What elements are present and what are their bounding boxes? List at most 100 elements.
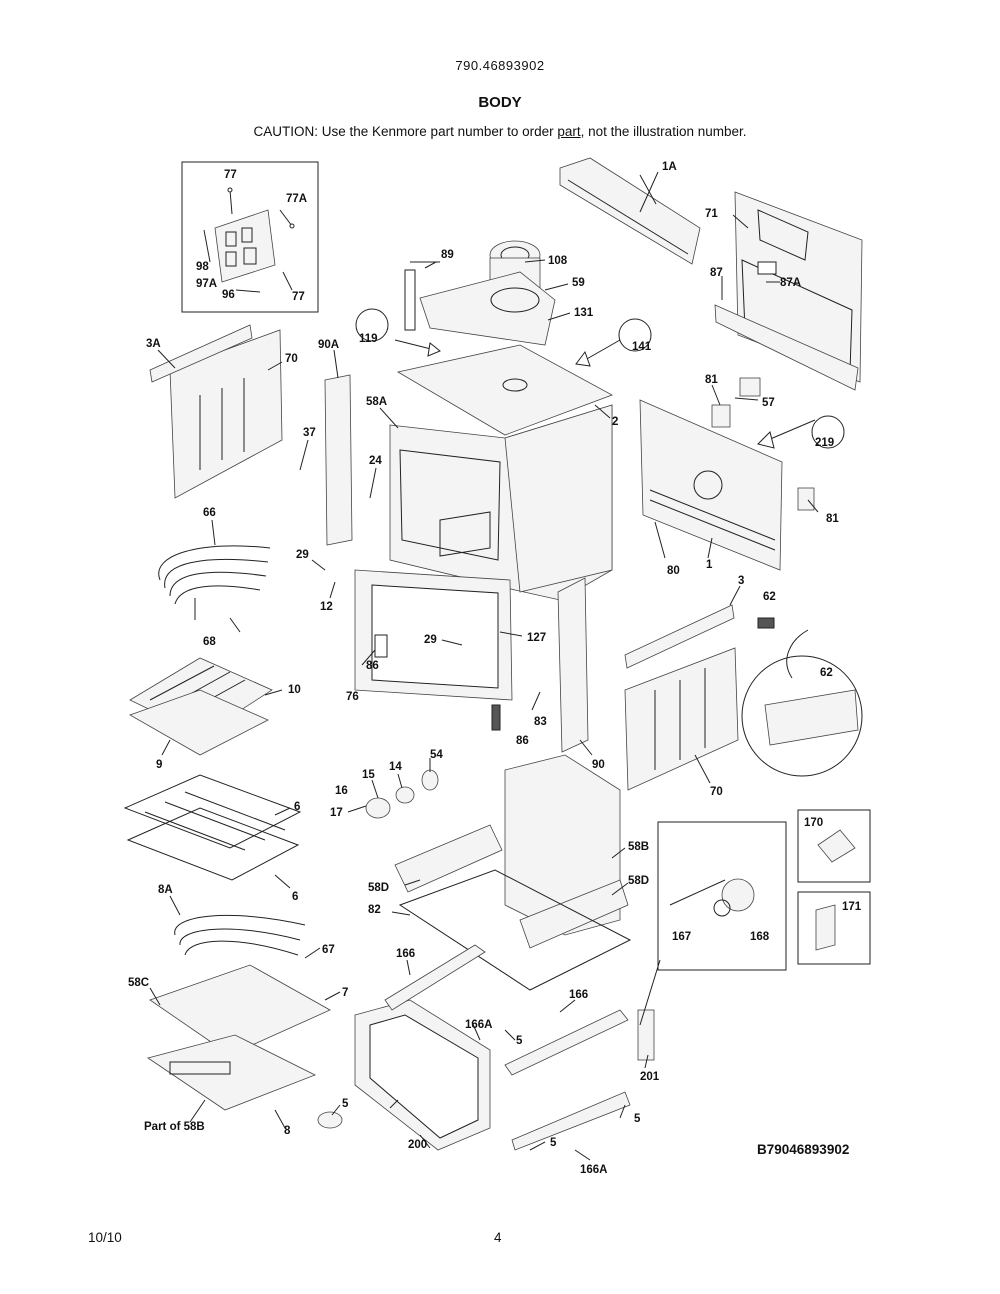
part-oven-bottom — [147, 964, 343, 1129]
part-broil-element — [158, 545, 271, 633]
part-drawer-slides — [384, 944, 655, 1151]
leader-lines — [149, 171, 819, 1161]
caution-note: CAUTION: Use the Kenmore part number to … — [0, 124, 1000, 139]
callout-part-of-58B: Part of 58B — [144, 1121, 205, 1133]
part-rear-panel — [714, 191, 863, 391]
callout-119: 119 — [359, 333, 378, 345]
footer-date: 10/10 — [88, 1230, 122, 1245]
model-number: 790.46893902 — [455, 58, 545, 73]
callout-29-lower: 29 — [424, 634, 437, 646]
part-oven-cavity — [389, 404, 613, 601]
callout-86-left: 86 — [366, 660, 379, 672]
callout-68: 68 — [203, 636, 216, 648]
part-storage-drawer — [354, 999, 491, 1151]
inset-lock-parts — [639, 809, 871, 1026]
callout-62-small: 62 — [763, 591, 776, 603]
callout-67: 67 — [322, 944, 335, 956]
callout-87: 87 — [710, 267, 723, 279]
callout-9: 9 — [156, 759, 162, 771]
callout-90A: 90A — [318, 339, 339, 351]
callout-70-left: 70 — [285, 353, 298, 365]
callout-108: 108 — [548, 255, 568, 267]
part-oven-racks — [123, 774, 302, 881]
callout-166A-lower: 166A — [580, 1164, 608, 1176]
caution-prefix: CAUTION: Use the Kenmore part number to … — [253, 124, 558, 139]
callout-131: 131 — [574, 307, 594, 319]
callout-77-top: 77 — [224, 169, 237, 181]
callout-labels: 1A 71 87 87A 108 89 59 131 119 141 77 77… — [128, 161, 862, 1176]
callout-97A: 97A — [196, 278, 217, 290]
callout-8A: 8A — [158, 884, 173, 896]
callout-5-a: 5 — [516, 1035, 523, 1047]
direction-arrows — [355, 308, 845, 449]
callout-219: 219 — [815, 437, 834, 449]
callout-77A: 77A — [286, 193, 307, 205]
callout-80: 80 — [667, 565, 680, 577]
callout-87A: 87A — [780, 277, 801, 289]
callout-71: 71 — [705, 208, 718, 220]
callout-14: 14 — [389, 761, 402, 773]
callout-98: 98 — [196, 261, 209, 273]
part-blower-assembly — [404, 240, 556, 346]
callout-82: 82 — [368, 904, 381, 916]
callout-81-bottom: 81 — [826, 513, 839, 525]
callout-2: 2 — [612, 416, 618, 428]
callout-5-b: 5 — [342, 1098, 349, 1110]
part-top-rail — [559, 157, 701, 265]
callout-58D-left: 58D — [368, 882, 389, 894]
part-detail-62 — [741, 617, 863, 777]
callout-3: 3 — [738, 575, 744, 587]
page-title: BODY — [478, 94, 522, 111]
callout-96: 96 — [222, 289, 235, 301]
part-right-side-panel — [639, 377, 815, 571]
callout-8: 8 — [284, 1125, 291, 1137]
callout-6-lower: 6 — [292, 891, 298, 903]
callout-59: 59 — [572, 277, 585, 289]
callout-37: 37 — [303, 427, 316, 439]
callout-76: 76 — [346, 691, 359, 703]
part-top-plate — [396, 344, 613, 436]
callout-70-right: 70 — [710, 786, 723, 798]
callout-167: 167 — [672, 931, 691, 943]
inset-control-board — [181, 161, 319, 313]
callout-201: 201 — [640, 1071, 660, 1083]
callout-15: 15 — [362, 769, 375, 781]
callout-5-d: 5 — [550, 1137, 557, 1149]
part-door-frame — [354, 569, 513, 731]
callout-168: 168 — [750, 931, 770, 943]
part-vertical-strip-90A — [324, 374, 353, 546]
callout-77-bottom: 77 — [292, 291, 305, 303]
callout-81-top: 81 — [705, 374, 718, 386]
callout-200: 200 — [408, 1139, 427, 1151]
part-right-liner — [624, 604, 739, 791]
part-broil-pan — [129, 657, 273, 756]
callout-171: 171 — [842, 901, 862, 913]
part-left-side-panel — [149, 324, 283, 499]
callout-24: 24 — [369, 455, 382, 467]
part-bake-element — [174, 914, 306, 956]
callout-3A: 3A — [146, 338, 161, 350]
part-vertical-strip-90 — [557, 577, 589, 753]
callout-170: 170 — [804, 817, 823, 829]
callout-90: 90 — [592, 759, 605, 771]
callout-7: 7 — [342, 987, 348, 999]
callout-58C: 58C — [128, 977, 149, 989]
callout-1A: 1A — [662, 161, 677, 173]
callout-12: 12 — [320, 601, 333, 613]
callout-16: 16 — [335, 785, 348, 797]
callout-83: 83 — [534, 716, 547, 728]
caution-suffix: , not the illustration number. — [580, 124, 747, 139]
callout-58D-right: 58D — [628, 875, 649, 887]
callout-166-right: 166 — [569, 989, 588, 1001]
callout-54: 54 — [430, 749, 443, 761]
callout-166-left: 166 — [396, 948, 415, 960]
callout-66: 66 — [203, 507, 216, 519]
callout-6-upper: 6 — [294, 801, 300, 813]
page-number: 4 — [494, 1230, 502, 1245]
part-lower-body — [394, 754, 632, 991]
callout-58B: 58B — [628, 841, 649, 853]
part-light-socket — [365, 769, 439, 819]
caution-part-word: part — [557, 124, 581, 139]
callout-1: 1 — [706, 559, 713, 571]
